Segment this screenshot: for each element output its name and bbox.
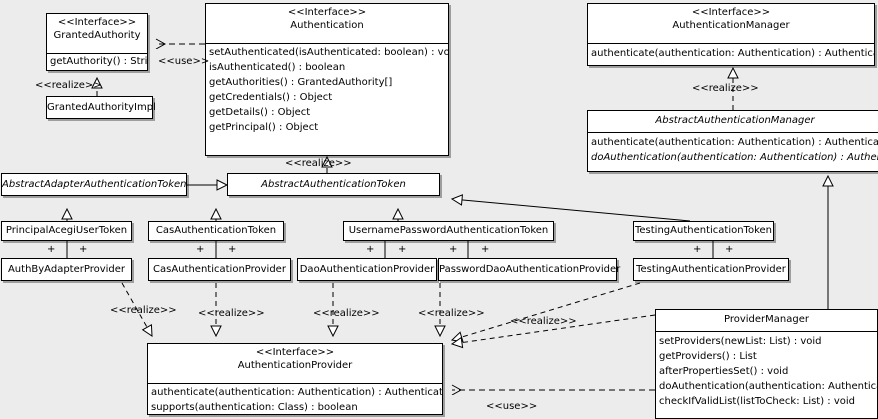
class-header: <<Interface>> AuthenticationProvider [148,344,442,383]
operation: getAuthorities() : GrantedAuthority[] [209,77,393,88]
class-header: ProviderManager [656,310,877,331]
multiplicity-principal-left: + [47,244,56,255]
operation: getPrincipal() : Object [209,122,319,133]
class-principal-acegi-user-token[interactable]: PrincipalAcegiUserToken [1,221,132,241]
class-header: AbstractAuthenticationManager [588,111,878,132]
class-name: AuthByAdapterProvider [7,263,126,275]
class-username-password-authentication-token[interactable]: UsernamePasswordAuthenticationToken [343,221,554,241]
operations-compartment: authenticate(authentication: Authenticat… [588,43,874,66]
edge-label-realize-passworddaoauthenticationprovider: <<realize>> [418,308,485,319]
class-name: AbstractAdapterAuthenticationToken [2,178,187,190]
stereotype-interface: <<Interface>> [287,7,367,18]
class-password-dao-authentication-provider[interactable]: PasswordDaoAuthenticationProvider [438,258,621,281]
class-authentication[interactable]: <<Interface>> Authentication setAuthenti… [205,3,449,156]
class-name: Authentication [290,20,364,31]
class-provider-manager[interactable]: ProviderManager setProviders(newList: Li… [655,309,878,419]
class-name: ProviderManager [723,314,809,325]
edge-label-realize-grantedauthorityimpl: <<realize>> [35,80,102,91]
class-testing-authentication-provider[interactable]: TestingAuthenticationProvider [633,258,789,281]
class-name: CasAuthenticationProvider [153,263,286,275]
class-name: AbstractAuthenticationToken [261,178,406,190]
multiplicity-testing-right: + [725,244,734,255]
multiplicity-cas-right: + [228,244,237,255]
class-authentication-provider[interactable]: <<Interface>> AuthenticationProvider aut… [147,343,443,415]
class-name: AbstractAuthenticationManager [655,115,815,126]
multiplicity-testing-left: + [693,244,702,255]
edge-providermanager-realizes-authenticationprovider [450,314,656,349]
operation: isAuthenticated() : boolean [209,62,346,73]
edge-label-realize-abstractauthenticationtoken: <<realize>> [285,158,352,169]
edge-label-use-providermanager-authenticationprovider: <<use>> [486,401,538,412]
edge-label-use-authentication-grantedauthority: <<use>> [158,56,210,67]
class-dao-authentication-provider[interactable]: DaoAuthenticationProvider [297,258,437,281]
operation: getProviders() : List [659,351,757,362]
class-name: AuthenticationManager [672,20,790,31]
class-header: <<Interface>> Authentication [206,4,448,43]
operation: getDetails() : Object [209,107,311,118]
class-abstract-authentication-token[interactable]: AbstractAuthenticationToken [227,173,440,196]
edge-authbyadapterprovider-realizes-authenticationprovider [121,282,153,337]
operations-compartment: setAuthenticated(isAuthenticated: boolea… [206,43,448,156]
operation: authenticate(authentication: Authenticat… [151,387,442,398]
class-name: TestingAuthenticationProvider [636,263,786,275]
edge-testingauthenticationtoken-extends-abstracttoken [450,194,691,222]
class-name: AuthenticationProvider [237,360,353,371]
class-granted-authority[interactable]: <<Interface>> GrantedAuthority getAuthor… [46,13,148,71]
edge-label-realize-providermanager: <<realize>> [510,316,577,327]
operation: setProviders(newList: List) : void [659,336,822,347]
stereotype-interface: <<Interface>> [691,7,771,18]
operation: getAuthority() : String [50,56,147,67]
operation-abstract: doAuthentication(authentication: Authent… [591,152,878,163]
edge-label-realize-daoauthenticationprovider: <<realize>> [313,308,380,319]
operation: getCredentials() : Object [209,92,333,103]
class-name: DaoAuthenticationProvider [299,263,435,275]
edge-label-realize-abstractauthenticationmanager: <<realize>> [692,83,759,94]
class-header: <<Interface>> GrantedAuthority [47,14,147,53]
class-header: <<Interface>> AuthenticationManager [588,4,874,43]
class-name: PrincipalAcegiUserToken [5,225,128,236]
operation: authenticate(authentication: Authenticat… [591,48,874,59]
operation: setAuthenticated(isAuthenticated: boolea… [209,47,448,58]
stereotype-interface: <<Interface>> [255,347,335,358]
multiplicity-userpass-d: + [481,244,490,255]
class-abstract-adapter-authentication-token[interactable]: AbstractAdapterAuthenticationToken [1,173,187,196]
stereotype-interface: <<Interface>> [57,17,137,28]
class-cas-authentication-provider[interactable]: CasAuthenticationProvider [148,258,291,281]
operation: supports(authentication: Class) : boolea… [151,402,358,413]
edge-label-realize-casauthenticationprovider: <<realize>> [198,308,265,319]
operations-compartment: setProviders(newList: List) : void getPr… [656,331,877,419]
class-name: GrantedAuthority [53,30,141,41]
multiplicity-userpass-c: + [449,244,458,255]
class-name: PasswordDaoAuthenticationProvider [439,263,621,275]
multiplicity-userpass-b: + [398,244,407,255]
operation: afterPropertiesSet() : void [659,366,789,377]
class-testing-authentication-token[interactable]: TestingAuthenticationToken [633,221,774,241]
operations-compartment: authenticate(authentication: Authenticat… [148,383,442,415]
operation: checkIfValidList(listToCheck: List) : vo… [659,396,856,407]
class-name: TestingAuthenticationToken [634,225,773,236]
operations-compartment: authenticate(authentication: Authenticat… [588,132,878,172]
class-name: GrantedAuthorityImpl [47,101,156,113]
class-authentication-manager[interactable]: <<Interface>> AuthenticationManager auth… [587,3,875,66]
class-cas-authentication-token[interactable]: CasAuthenticationToken [148,221,284,241]
class-auth-by-adapter-provider[interactable]: AuthByAdapterProvider [1,258,132,281]
operation: doAuthentication(authentication: Authent… [659,381,877,392]
edge-testingauthenticationprovider-realizes-authenticationprovider [450,282,641,343]
multiplicity-principal-right: + [79,244,88,255]
class-granted-authority-impl[interactable]: GrantedAuthorityImpl [46,96,156,119]
operations-compartment: getAuthority() : String [47,53,147,71]
multiplicity-userpass-a: + [366,244,375,255]
multiplicity-cas-left: + [196,244,205,255]
class-abstract-authentication-manager[interactable]: AbstractAuthenticationManager authentica… [587,110,878,172]
edge-label-realize-authbyadapterprovider: <<realize>> [110,305,177,316]
class-name: UsernamePasswordAuthenticationToken [348,225,549,236]
operation: authenticate(authentication: Authenticat… [591,137,878,148]
class-name: CasAuthenticationToken [155,225,277,236]
